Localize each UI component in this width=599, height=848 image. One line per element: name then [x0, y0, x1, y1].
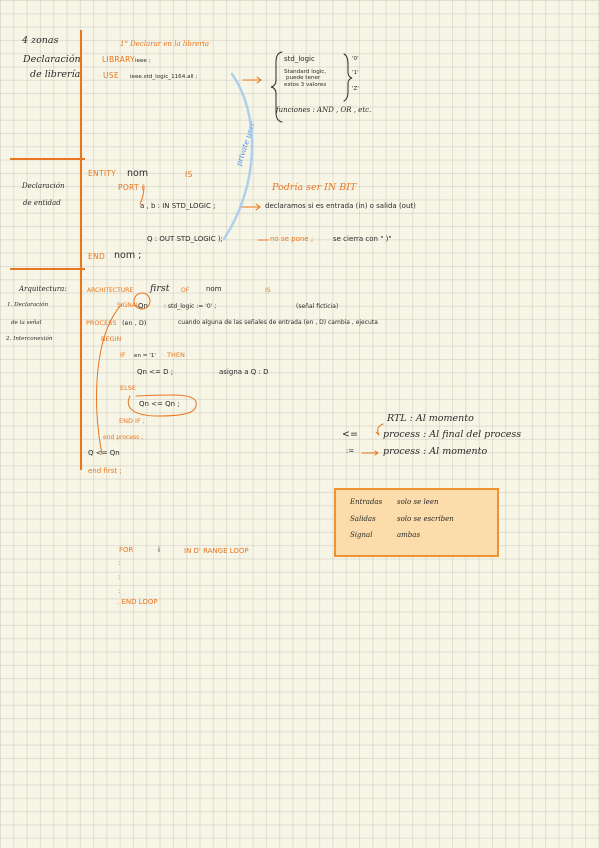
port-note-2: no se pone ;: [270, 235, 314, 243]
process-note: cuando alguna de las señales de entrada …: [178, 319, 378, 326]
box-row3-b: ambas: [397, 531, 421, 539]
if-keyword: IF: [120, 351, 126, 359]
architecture-item-2: 2. Interconexión: [6, 336, 53, 342]
entity-is-keyword: IS: [185, 170, 193, 179]
assign2-loop: [127, 394, 197, 417]
end-loop: . END LOOP: [117, 598, 158, 606]
functions-note: funciones : AND , OR , etc.: [276, 106, 372, 114]
loop-range: IN D' RANGE LOOP: [184, 547, 249, 555]
library-value: ieee ;: [135, 58, 151, 64]
signal-keyword: SIGNAL: [117, 302, 140, 309]
loop-dots-2: :: [118, 573, 121, 581]
std-description-2: puede tener: [286, 75, 321, 81]
architecture-item-1: 1. Declaración: [7, 302, 49, 308]
port-line-2: Q : OUT STD_LOGIC );: [147, 235, 223, 243]
std-logic-label: std_logic: [284, 55, 315, 63]
use-keyword: USE: [103, 71, 119, 80]
end-entity-name: nom ;: [114, 250, 142, 261]
value-z: 'Z': [352, 86, 359, 92]
blue-connector: [222, 72, 254, 241]
library-declaration-label-2: de librería: [30, 69, 81, 80]
assign-1: Qn <= D ;: [137, 368, 174, 376]
end-if: END IF ;: [119, 417, 145, 425]
loop-dots-3: :: [118, 587, 121, 595]
box-row2-b: solo se escriben: [397, 515, 454, 523]
use-value: ieee.std_logic_1164.all ;: [130, 74, 198, 80]
port-arrow: [239, 203, 261, 211]
box-row3-a: Signal: [350, 531, 373, 539]
library-heading: 1° Declarar en la libreria: [120, 40, 210, 48]
end-keyword: END: [88, 252, 106, 261]
std-description-3: estos 3 valores: [284, 82, 327, 88]
for-keyword: FOR: [119, 546, 134, 554]
assign-note: asigna a Q : D: [219, 368, 269, 376]
signal-to-q-curve: [96, 303, 123, 455]
library-keyword: LIBRARY: [102, 55, 135, 64]
of-keyword: OF: [181, 287, 190, 294]
architecture-entity: nom: [206, 285, 222, 293]
architecture-name: first: [150, 283, 170, 294]
architecture-is-keyword: IS: [265, 287, 271, 294]
operator-assign: <=: [342, 429, 358, 440]
section-divider-2: [10, 268, 85, 270]
process-final-note: process : Al final del process: [383, 429, 522, 440]
then-keyword: THEN: [167, 351, 185, 359]
value-1: '1': [352, 70, 359, 76]
operator-variable: :=: [346, 447, 355, 455]
margin-vertical-rule: [80, 30, 82, 470]
box-row1-b: solo se leen: [397, 498, 439, 506]
port-line-1: a , b : IN STD_LOGIC ;: [140, 202, 216, 210]
loop-variable: i: [158, 546, 160, 554]
value-0: '0': [352, 56, 359, 62]
if-condition: en = '1': [134, 353, 156, 359]
architecture-item-1b: de la señal: [11, 320, 42, 326]
std-open-brace: [270, 51, 283, 123]
signal-note: (señal ficticia): [296, 303, 339, 310]
process-moment-arrow: [361, 450, 379, 456]
architecture-keyword: ARCHITECTURE: [87, 287, 134, 294]
rtl-curve-arrow: [375, 423, 384, 436]
entity-name: nom: [127, 168, 149, 179]
note-box: [334, 488, 499, 557]
else-keyword: ELSE: [120, 384, 136, 392]
begin-keyword: BEGIN: [101, 335, 122, 343]
port-keyword: PORT (: [118, 183, 145, 192]
port-note-3: se cierra con " )": [333, 235, 392, 243]
process-args: (en , D): [122, 319, 147, 327]
q-assign: Q <= Qn: [88, 449, 120, 457]
box-row2-a: Salidas: [350, 515, 376, 523]
signal-circle: [133, 292, 151, 310]
entity-declaration-label-2: de entidad: [23, 199, 61, 207]
section-divider-1: [10, 158, 85, 160]
values-close-brace: [343, 53, 353, 102]
signal-declaration: : std_logic := '0' ;: [164, 303, 217, 310]
assign-2: Qn <= Qn ;: [139, 400, 180, 408]
port-note-1: declaramos si es entrada (in) o salida (…: [265, 202, 416, 210]
library-declaration-label: Declaración: [23, 54, 81, 65]
port-paren-loop: [139, 185, 145, 205]
entity-keyword: ENTITY: [88, 169, 117, 178]
could-be-in-bit-note: Podría ser IN BIT: [272, 182, 357, 193]
process-keyword: PROCESS: [86, 319, 117, 327]
loop-dots-1: :: [118, 559, 121, 567]
use-arrow: [242, 76, 262, 84]
rtl-note: RTL : Al momento: [387, 413, 474, 424]
process-moment-note: process : Al momento: [383, 446, 488, 457]
zones-label: 4 zonas: [22, 35, 59, 46]
box-row1-a: Entradas: [350, 498, 383, 506]
std-description-1: Standard logic,: [284, 69, 327, 75]
entity-declaration-label: Declaración: [22, 182, 65, 190]
end-first: end first ;: [88, 467, 122, 475]
architecture-label: Arquitectura:: [19, 285, 67, 293]
signal-name: Qn: [138, 302, 148, 310]
end-process: end process ;: [103, 434, 144, 441]
